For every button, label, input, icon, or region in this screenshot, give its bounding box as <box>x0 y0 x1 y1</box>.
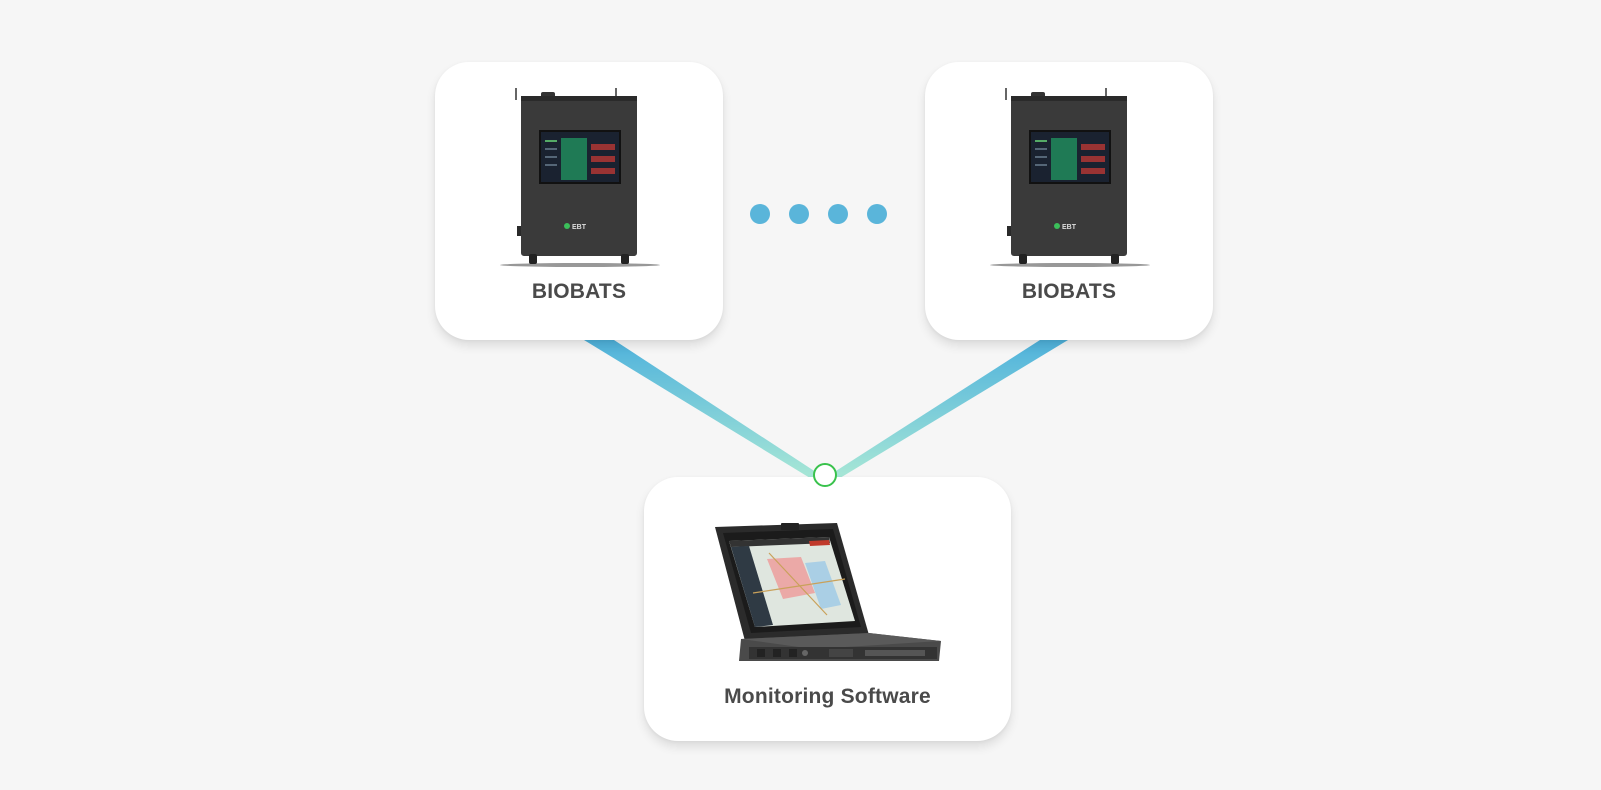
node-label: BIOBATS <box>531 280 627 303</box>
svg-text:EBT: EBT <box>572 224 587 231</box>
biobats-unit-image: EBT <box>500 88 660 267</box>
ellipsis-dot <box>750 204 770 224</box>
card-monitoring-software[interactable]: Monitoring Software <box>644 477 1011 741</box>
ellipsis-dot <box>867 204 887 224</box>
more-devices-ellipsis <box>750 204 890 226</box>
ellipsis-dot <box>828 204 848 224</box>
node-label: BIOBATS <box>1021 280 1117 303</box>
svg-text:EBT: EBT <box>1062 224 1077 231</box>
card-biobats-right[interactable]: EBT BIOBATS <box>925 62 1213 340</box>
card-biobats-left[interactable]: EBT BIOBATS <box>435 62 723 340</box>
connection-junction <box>813 463 837 487</box>
link-left <box>584 340 825 478</box>
biobats-unit-image: EBT <box>990 88 1150 267</box>
link-right <box>825 340 1068 478</box>
ellipsis-dot <box>789 204 809 224</box>
rugged-laptop-image <box>715 523 941 661</box>
node-label: Monitoring Software <box>724 685 931 708</box>
